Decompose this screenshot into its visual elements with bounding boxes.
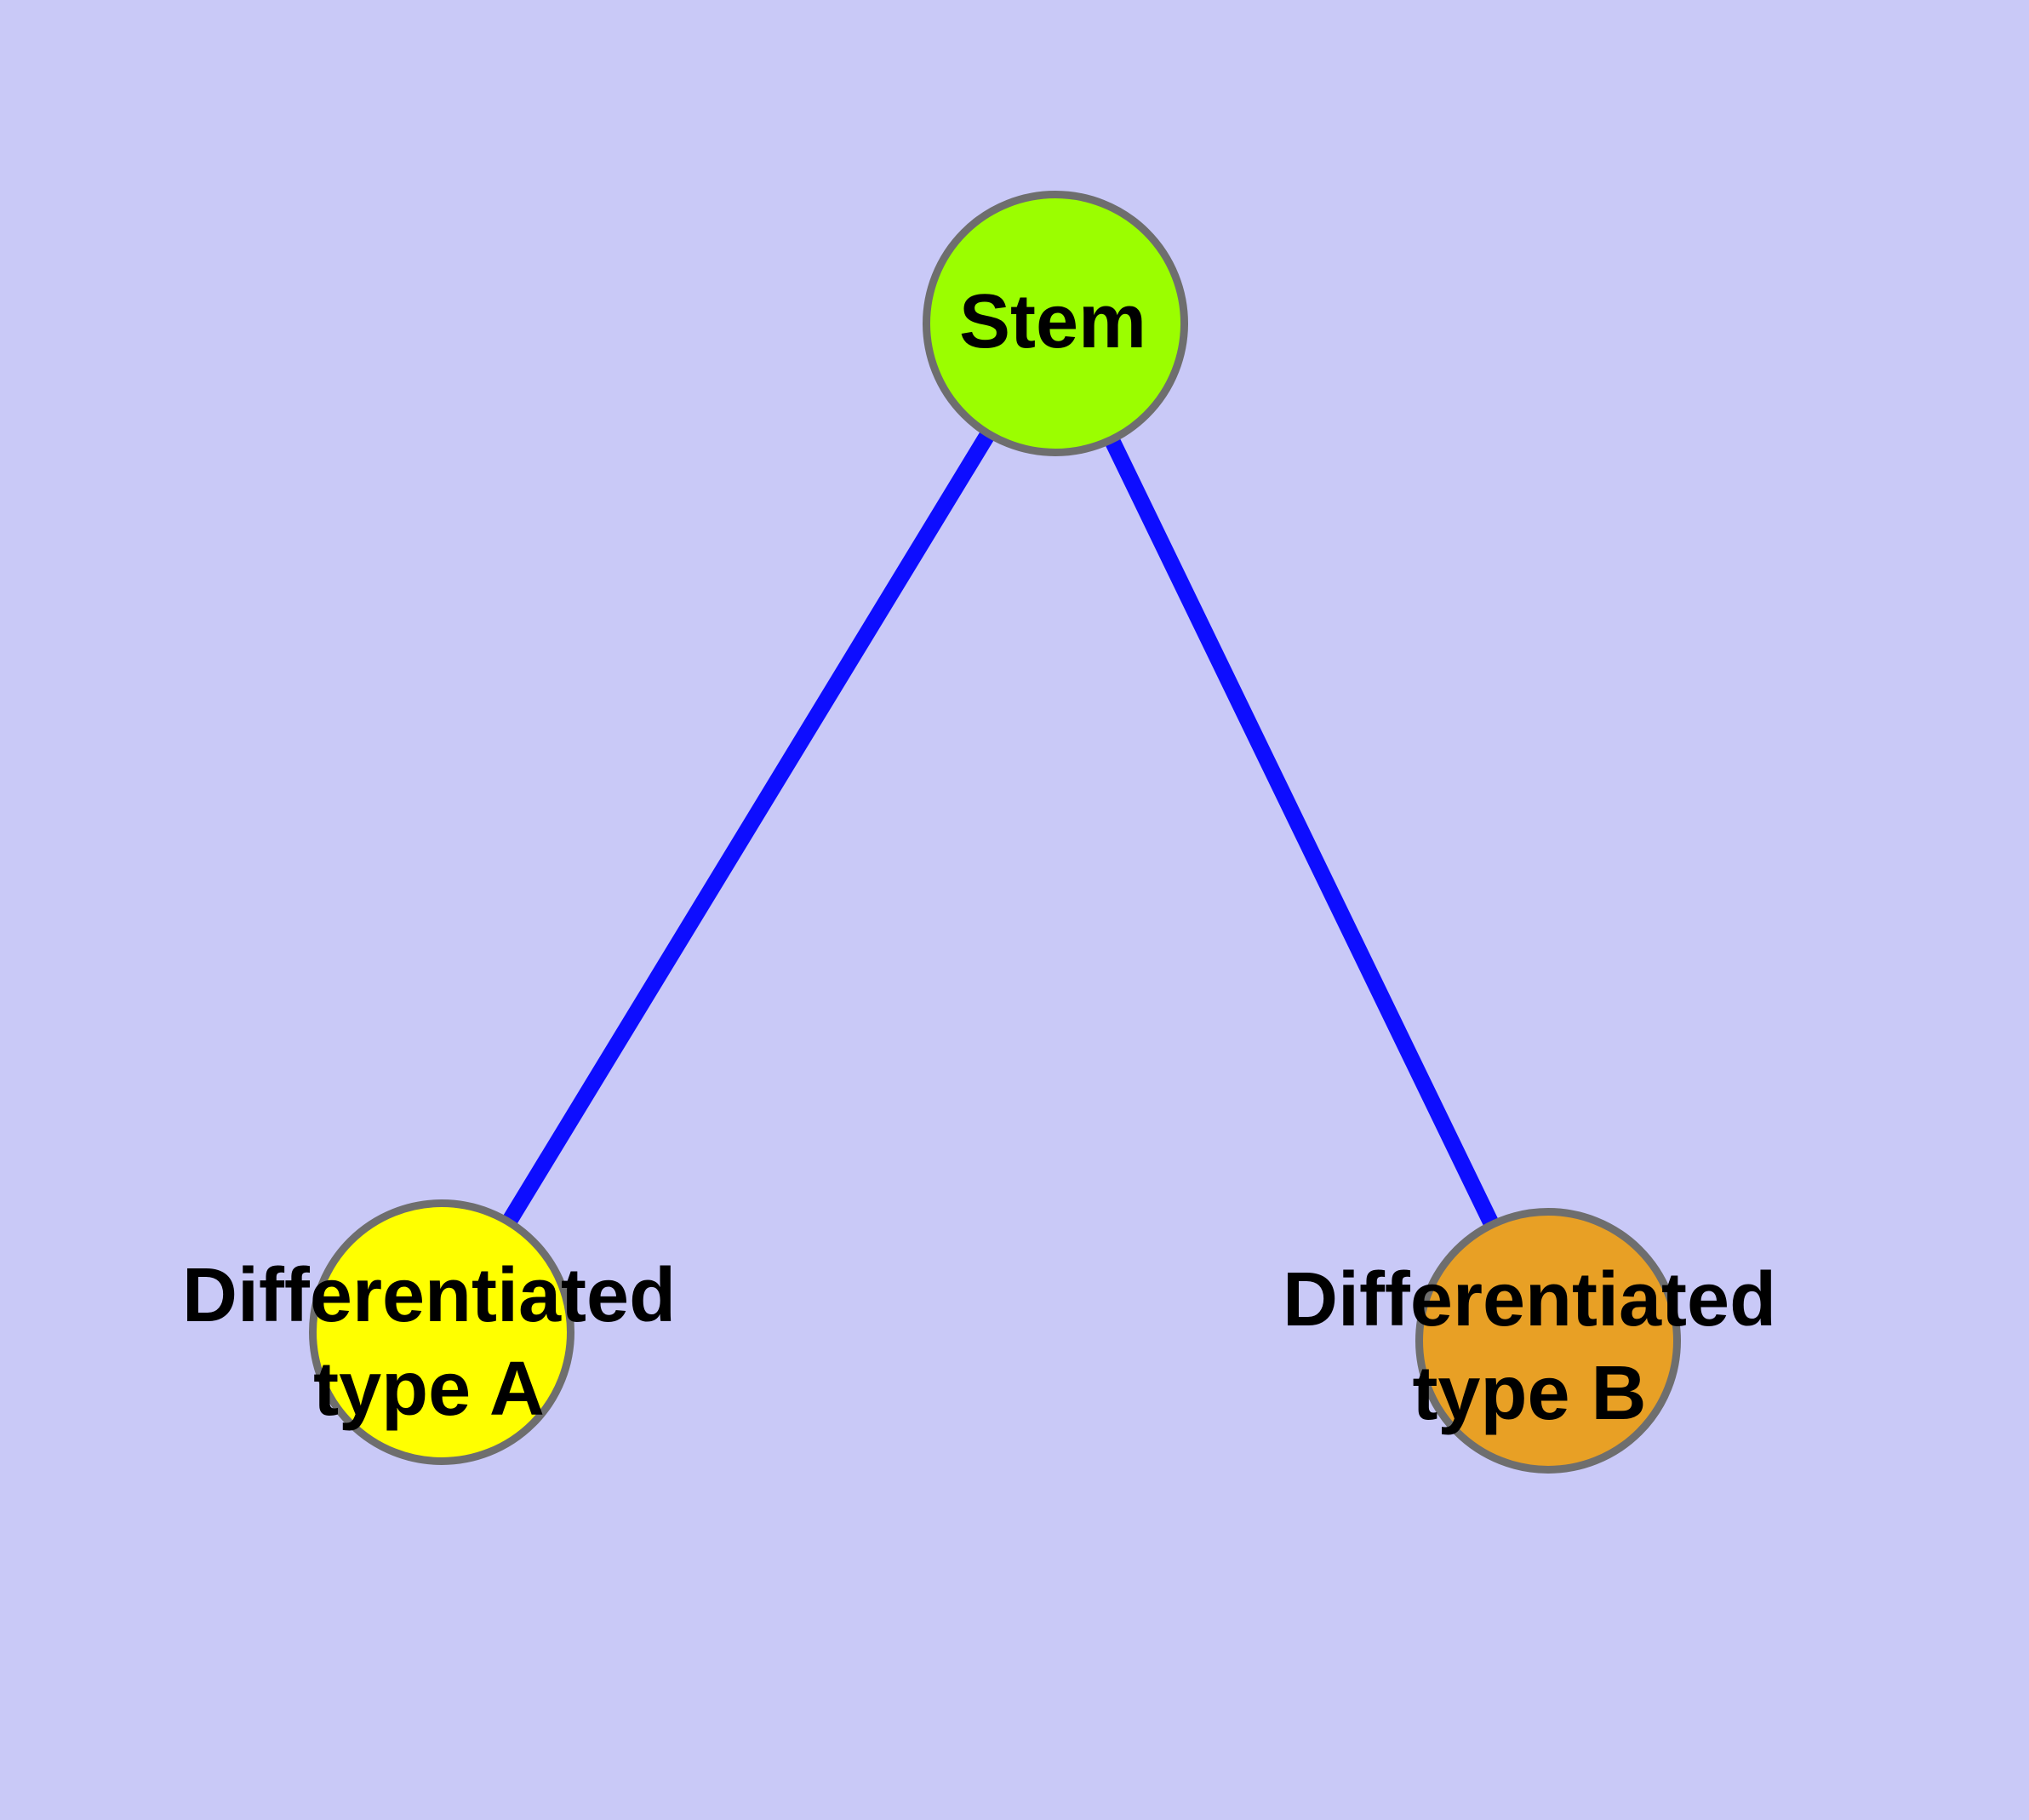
edge-stem-to-type-b [1048, 319, 1556, 1345]
node-stem[interactable] [923, 191, 1188, 456]
node-differentiated-type-b[interactable] [1415, 1208, 1681, 1474]
node-differentiated-type-a[interactable] [309, 1199, 574, 1465]
edge-stem-to-type-a [434, 319, 1063, 1336]
